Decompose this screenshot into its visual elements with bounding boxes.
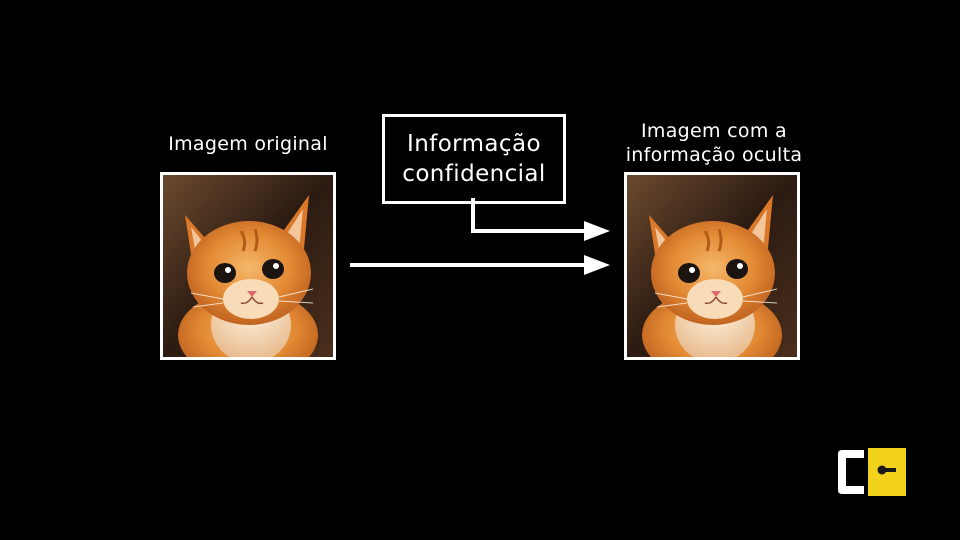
keyhole-c-logo-icon	[838, 448, 906, 496]
arrow-from-secret-box	[471, 198, 610, 241]
result-label-line2: informação oculta	[625, 144, 803, 166]
original-kitten-image	[160, 172, 336, 360]
confidential-info-line2: confidencial	[402, 161, 546, 187]
result-label-line1: Imagem com a	[641, 120, 787, 142]
confidential-info-box: Informação confidencial	[382, 114, 566, 204]
arrow-from-original-image	[350, 255, 610, 275]
confidential-info-line1: Informação	[407, 131, 541, 157]
result-kitten-image	[624, 172, 800, 360]
original-image-label: Imagem original	[168, 133, 328, 155]
result-image-label: Imagem com a informação oculta	[596, 119, 832, 167]
